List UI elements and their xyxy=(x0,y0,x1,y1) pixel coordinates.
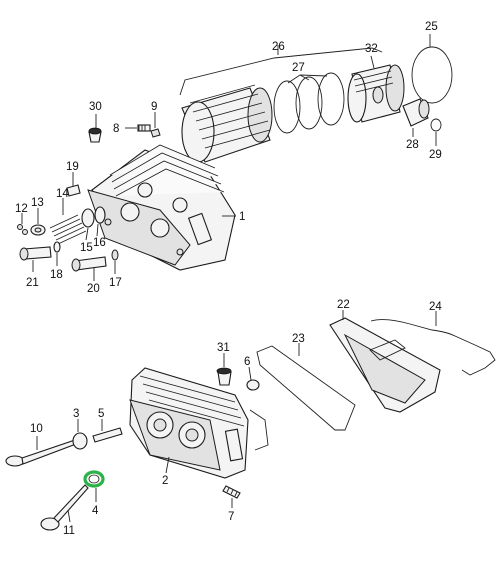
piston xyxy=(347,64,405,123)
piston-rings xyxy=(273,72,345,134)
label-31: 31 xyxy=(217,342,230,354)
seal-17 xyxy=(111,249,119,261)
label-29: 29 xyxy=(429,149,442,161)
spring-cap-13 xyxy=(30,224,46,236)
cylinder-head-lower xyxy=(129,367,269,479)
valve-seal-3 xyxy=(72,432,88,450)
label-13: 13 xyxy=(31,197,44,209)
label-7: 7 xyxy=(228,511,234,523)
label-15: 15 xyxy=(80,242,93,254)
label-1: 1 xyxy=(239,211,245,223)
valve-10 xyxy=(5,439,77,467)
plug-31 xyxy=(216,367,232,386)
label-17: 17 xyxy=(109,277,122,289)
circlip-ring xyxy=(411,46,453,104)
valve-guide-5 xyxy=(92,427,123,443)
label-28: 28 xyxy=(406,139,419,151)
label-10: 10 xyxy=(30,423,43,435)
label-23: 23 xyxy=(292,333,305,345)
label-27: 27 xyxy=(292,62,305,74)
seal-18 xyxy=(53,241,61,253)
valve-11 xyxy=(40,484,89,531)
highlighted-seal-ring-4 xyxy=(83,470,105,488)
label-6: 6 xyxy=(244,356,250,368)
sleeve-6 xyxy=(246,379,260,391)
label-3: 3 xyxy=(73,408,79,420)
valve-keepers-12 xyxy=(17,224,28,235)
label-16: 16 xyxy=(93,237,106,249)
stud-8 xyxy=(137,124,151,132)
label-24: 24 xyxy=(429,301,442,313)
label-11: 11 xyxy=(63,525,75,537)
stud-7 xyxy=(222,485,241,499)
label-26: 26 xyxy=(272,41,285,53)
label-30: 30 xyxy=(89,101,102,113)
label-8: 8 xyxy=(113,123,119,135)
label-5: 5 xyxy=(98,408,104,420)
valve-spring-14 xyxy=(49,214,87,245)
washer-15 xyxy=(81,208,95,228)
piston-pin xyxy=(402,98,430,127)
valve-cover xyxy=(329,317,441,413)
label-2: 2 xyxy=(162,475,168,487)
label-12: 12 xyxy=(15,203,28,215)
guide-20 xyxy=(71,256,107,272)
label-22: 22 xyxy=(337,299,350,311)
wire-bail xyxy=(370,319,496,376)
label-18: 18 xyxy=(50,269,63,281)
label-25: 25 xyxy=(425,21,438,33)
label-21: 21 xyxy=(26,277,39,289)
label-9: 9 xyxy=(151,101,157,113)
label-14: 14 xyxy=(56,188,69,200)
cover-gasket xyxy=(256,345,356,431)
pin-clip xyxy=(430,118,442,132)
label-4: 4 xyxy=(92,505,99,517)
valve-guide-19 xyxy=(66,184,81,197)
guide-21 xyxy=(19,246,52,261)
label-19: 19 xyxy=(66,161,79,173)
nut-9 xyxy=(150,128,161,138)
washer-16 xyxy=(94,206,106,224)
cylinder-head-upper xyxy=(87,144,236,271)
plug-30 xyxy=(88,127,102,143)
bracket-26 xyxy=(179,47,383,96)
cylinder-barrel xyxy=(181,84,273,163)
label-32: 32 xyxy=(365,43,378,55)
label-20: 20 xyxy=(87,283,100,295)
